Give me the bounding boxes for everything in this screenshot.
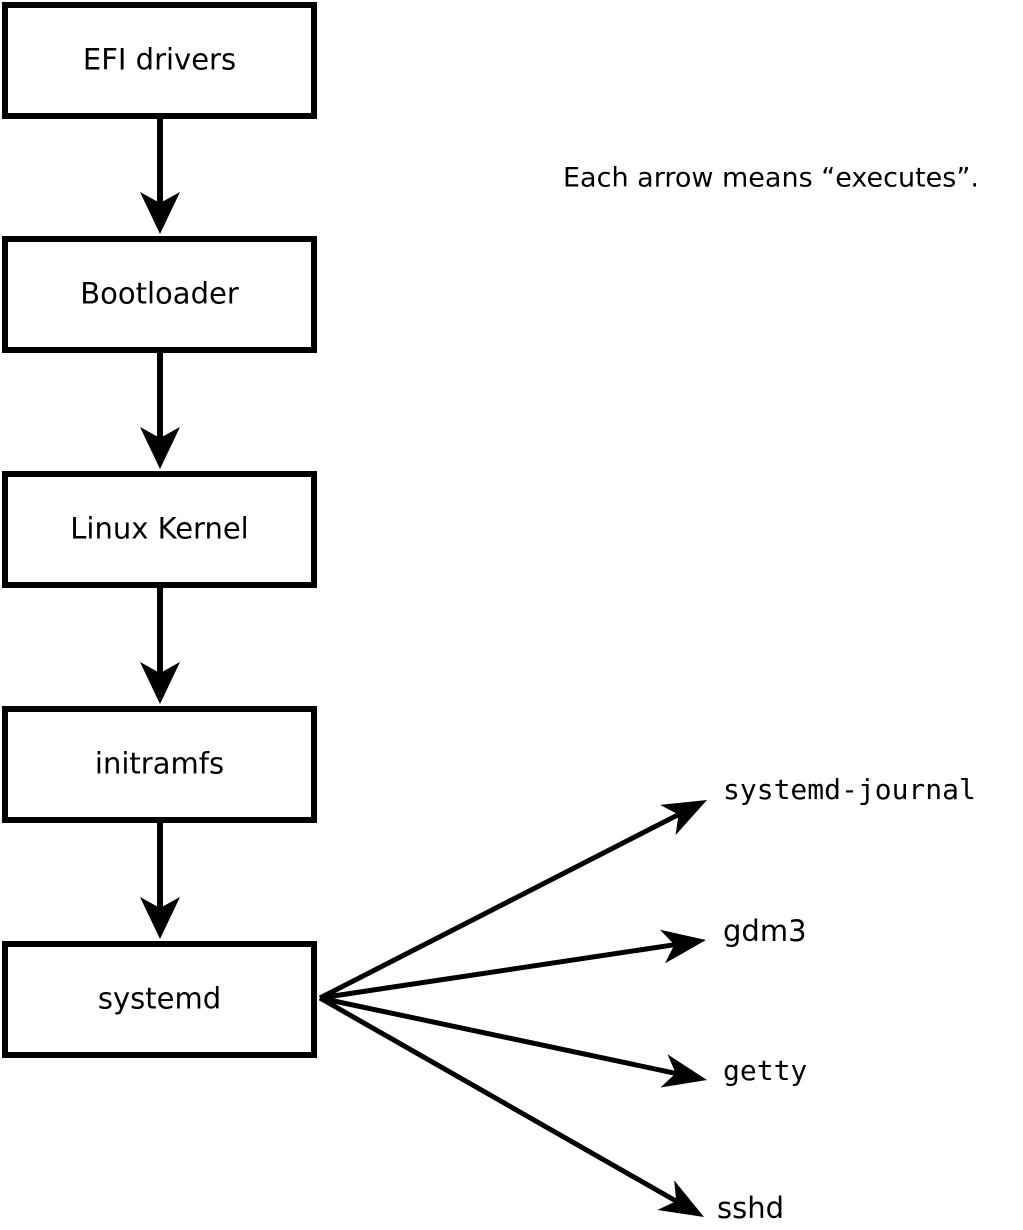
node-box-initramfs[interactable]: initramfs bbox=[2, 706, 317, 823]
fan-arrow-shaft-systemd-journal bbox=[318, 811, 682, 1001]
node-box-linux-kernel[interactable]: Linux Kernel bbox=[2, 471, 317, 588]
fan-arrow-getty bbox=[319, 995, 707, 1088]
chain-arrow-head-kernel-to-initramfs bbox=[140, 662, 180, 704]
chain-arrow-head-efi-to-bootloader bbox=[140, 192, 180, 234]
service-label-gdm3: gdm3 bbox=[723, 914, 807, 948]
service-labels-group: systemd-journal gdm3 getty sshd bbox=[717, 773, 976, 1225]
chain-arrow-head-initramfs-to-systemd bbox=[140, 897, 180, 939]
fan-arrow-shaft-gdm3 bbox=[319, 941, 677, 1001]
node-label-efi-drivers: EFI drivers bbox=[83, 43, 236, 77]
fan-arrow-gdm3 bbox=[319, 929, 706, 1001]
node-label-initramfs: initramfs bbox=[95, 747, 224, 781]
node-box-outline-linux-kernel bbox=[2, 471, 317, 588]
fan-arrow-shaft-sshd bbox=[318, 995, 680, 1205]
chain-arrow-kernel-to-initramfs bbox=[140, 588, 180, 704]
node-box-bootloader[interactable]: Bootloader bbox=[2, 236, 317, 353]
fan-arrow-systemd-journal bbox=[318, 800, 707, 1001]
node-box-efi-drivers[interactable]: EFI drivers bbox=[2, 2, 317, 119]
fan-arrow-head-sshd bbox=[657, 1180, 704, 1217]
node-label-linux-kernel: Linux Kernel bbox=[70, 512, 248, 546]
chain-arrow-bootloader-to-kernel bbox=[140, 353, 180, 469]
chain-arrow-head-bootloader-to-kernel bbox=[140, 427, 180, 469]
node-box-outline-bootloader bbox=[2, 236, 317, 353]
service-label-getty: getty bbox=[723, 1054, 807, 1087]
service-label-systemd-journal: systemd-journal bbox=[723, 773, 976, 806]
node-box-outline-systemd bbox=[2, 941, 317, 1058]
chain-arrows-group bbox=[140, 119, 180, 939]
fan-arrow-head-getty bbox=[660, 1054, 707, 1088]
chain-arrow-initramfs-to-systemd bbox=[140, 823, 180, 939]
fan-arrow-head-systemd-journal bbox=[660, 800, 707, 836]
diagram-caption: Each arrow means “executes”. bbox=[563, 163, 979, 194]
fan-arrow-head-gdm3 bbox=[659, 929, 706, 964]
fan-arrows-group bbox=[318, 800, 707, 1217]
node-label-systemd: systemd bbox=[98, 982, 221, 1016]
fan-arrow-sshd bbox=[318, 995, 704, 1217]
node-box-outline-efi-drivers bbox=[2, 2, 317, 119]
fan-arrow-shaft-getty bbox=[319, 995, 679, 1077]
node-box-outline-initramfs bbox=[2, 706, 317, 823]
service-label-sshd: sshd bbox=[717, 1191, 784, 1225]
node-label-bootloader: Bootloader bbox=[80, 277, 239, 311]
chain-arrow-efi-to-bootloader bbox=[140, 119, 180, 234]
node-box-systemd[interactable]: systemd bbox=[2, 941, 317, 1058]
